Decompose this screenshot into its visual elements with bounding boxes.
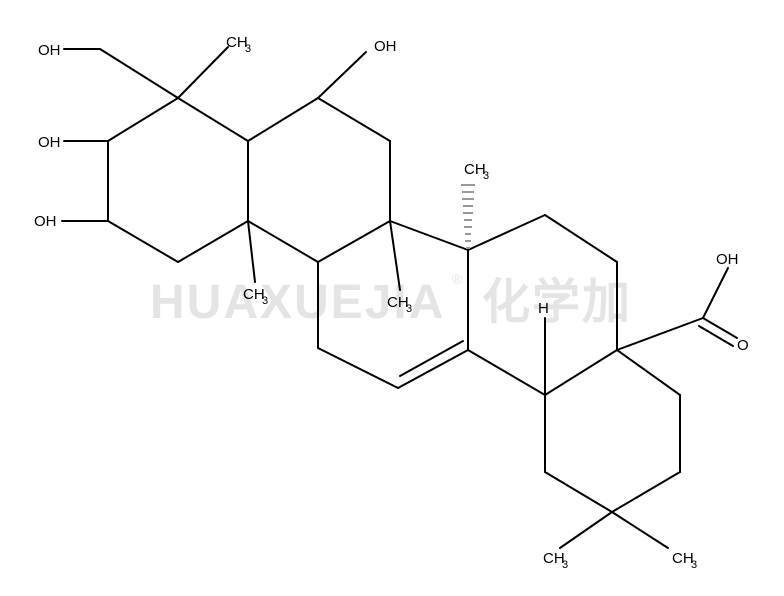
bond	[616, 317, 704, 351]
bond	[317, 97, 391, 142]
atom-labels: OH CH 3 OH OH OH CH 3 CH 3 CH 3 OH O H C…	[34, 34, 749, 571]
label-h-stereo: H	[538, 300, 549, 317]
bond	[698, 325, 734, 347]
bond	[399, 340, 464, 377]
bond	[702, 267, 729, 319]
label-ch3-bottom-right: CH	[672, 550, 694, 567]
label-oh-left-upper: OH	[38, 134, 61, 151]
bond	[544, 471, 613, 513]
bond	[616, 349, 681, 396]
bond	[107, 220, 179, 263]
bond	[389, 220, 401, 291]
bond	[99, 48, 179, 99]
bond	[702, 317, 738, 339]
bond	[544, 349, 618, 396]
bond	[544, 214, 618, 263]
bond	[247, 97, 319, 142]
bond	[467, 349, 546, 396]
watermark-cjk: 化学加	[482, 276, 632, 329]
label-ch3-mid-right-sub: 3	[483, 170, 489, 182]
bond	[397, 349, 469, 389]
bond	[389, 220, 469, 251]
label-ch3-bottom-left: CH	[543, 550, 565, 567]
label-oh-top-mid: OH	[374, 38, 397, 55]
label-oh-top-left: OH	[38, 42, 61, 59]
bond	[177, 46, 229, 99]
label-ch3-top-sub: 3	[245, 43, 251, 55]
bond	[317, 220, 391, 263]
bond	[247, 220, 256, 283]
bond	[611, 511, 669, 549]
label-ch3-center-sub: 3	[406, 303, 412, 315]
bond	[247, 220, 319, 263]
watermark-text: HUAXUEJIA	[150, 276, 445, 329]
label-ch3-left-lower-sub: 3	[262, 295, 268, 307]
label-ch3-top: CH	[226, 34, 248, 51]
label-ch3-mid-right: CH	[464, 161, 486, 178]
stereo-hash-bond	[461, 184, 475, 249]
label-ch3-bottom-right-sub: 3	[691, 559, 697, 571]
label-oh-left-lower: OH	[34, 213, 57, 230]
label-ch3-center: CH	[387, 294, 409, 311]
bond	[317, 51, 367, 99]
bonds	[61, 46, 738, 549]
label-ch3-bottom-left-sub: 3	[562, 559, 568, 571]
label-oh-acid: OH	[716, 251, 739, 268]
bond	[559, 511, 613, 549]
bond	[177, 220, 249, 263]
bond	[177, 97, 249, 142]
bond	[467, 214, 546, 251]
label-o-acid: O	[737, 337, 749, 354]
bond	[317, 347, 399, 389]
watermark-registered-mark: ®	[452, 271, 463, 287]
watermark: HUAXUEJIA ® 化学加	[150, 271, 632, 329]
bond	[611, 471, 681, 513]
label-ch3-left-lower: CH	[243, 286, 265, 303]
bond	[107, 97, 179, 142]
